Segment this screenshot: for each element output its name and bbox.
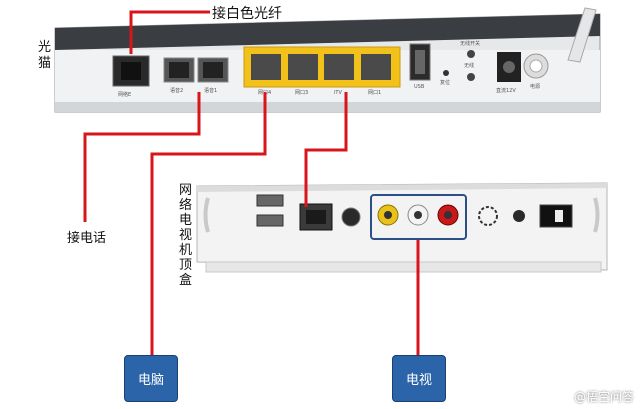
modem-label-usb: USB	[414, 84, 425, 90]
fiber-label: 接白色光纤	[212, 6, 282, 22]
wire-phone	[83, 92, 201, 222]
wifi-switch	[467, 50, 475, 58]
usb-port	[409, 43, 431, 81]
fiber-port	[112, 55, 150, 87]
modem-label-lan1: 网口1	[368, 90, 381, 96]
modem-label-phone1: 语音1	[204, 87, 217, 94]
stb-ir-port	[478, 206, 498, 226]
stb-usb-port-1	[256, 194, 284, 207]
modem-label-net: 网络E	[118, 91, 131, 98]
modem-label-power: 电源	[530, 83, 540, 90]
modem-label-wifi: 无线	[464, 62, 474, 69]
phone-port-1	[197, 57, 229, 83]
stb-usb-port-2	[256, 214, 284, 227]
modem-label-reset: 复位	[440, 79, 450, 86]
modem-label-itv: iTV	[334, 90, 342, 96]
wire-pc	[150, 92, 267, 355]
stb-svideo-port	[341, 207, 361, 227]
av-port-white	[407, 204, 429, 226]
watermark: @悟空问答	[573, 390, 634, 404]
power-button	[523, 53, 549, 79]
modem-label-wifi-switch: 无线开关	[460, 40, 480, 47]
reset-button	[443, 70, 449, 76]
dc-power-port	[497, 52, 521, 82]
tv-target-box: 电视	[392, 355, 446, 402]
phone-port-2	[163, 57, 195, 83]
av-port-frame	[370, 194, 467, 240]
phone-label: 接电话	[67, 231, 107, 246]
modem-label-lan3: 网口3	[295, 90, 308, 96]
wifi-led	[467, 73, 475, 81]
modem-title: 光猫	[38, 40, 52, 71]
wire-fiber	[129, 10, 210, 54]
modem-label-phone2: 语音2	[170, 87, 183, 94]
stb-title: 网络电视机顶盒	[179, 183, 193, 288]
wire-stb	[304, 92, 348, 207]
connection-wires	[83, 10, 420, 355]
av-port-yellow	[377, 204, 399, 226]
modem-label-power-in: 直流12V	[496, 87, 516, 94]
av-port-red	[437, 204, 459, 226]
lan-port-block	[243, 46, 401, 88]
pc-target-box: 电脑	[124, 355, 178, 402]
stb-dc-port	[513, 210, 525, 222]
